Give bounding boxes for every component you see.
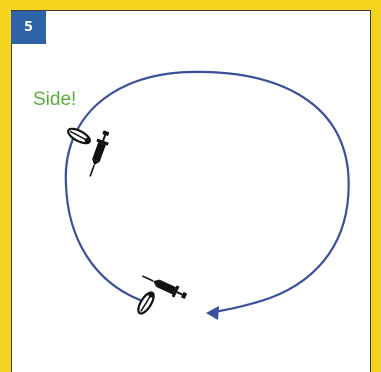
arrow-head [206, 306, 219, 320]
safety-pin-icon [67, 127, 91, 145]
step-number-badge: 5 [11, 11, 46, 44]
circular-path [64, 70, 350, 314]
syringe-icon [142, 275, 188, 300]
diagram-panel [11, 10, 371, 372]
side-label: Side! [33, 89, 77, 110]
syringe-icon [89, 130, 110, 177]
safety-pin-icon [137, 291, 155, 315]
